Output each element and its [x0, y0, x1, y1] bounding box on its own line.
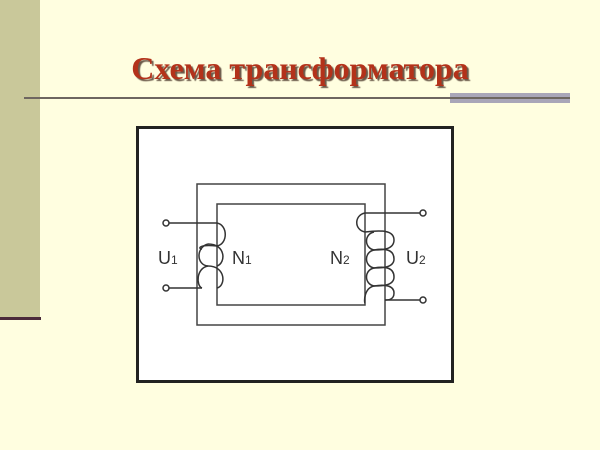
label-u1: U1: [158, 248, 178, 268]
title-underline-accent: [450, 93, 570, 103]
title-underline: [24, 97, 570, 99]
side-decor-bar: [0, 317, 41, 320]
secondary-winding: [356, 209, 427, 304]
primary-winding: [162, 219, 226, 292]
transformer-diagram: U1 N1 N2 U2: [136, 126, 454, 383]
slide-title: Схема трансформатора: [131, 50, 469, 86]
label-n2: N2: [330, 248, 350, 268]
diagram-frame: [136, 126, 454, 383]
label-u2: U2: [406, 248, 426, 268]
core-outer: [196, 183, 386, 326]
side-decor-strip: [0, 0, 40, 318]
core-inner: [216, 203, 366, 306]
label-n1: N1: [232, 248, 252, 268]
